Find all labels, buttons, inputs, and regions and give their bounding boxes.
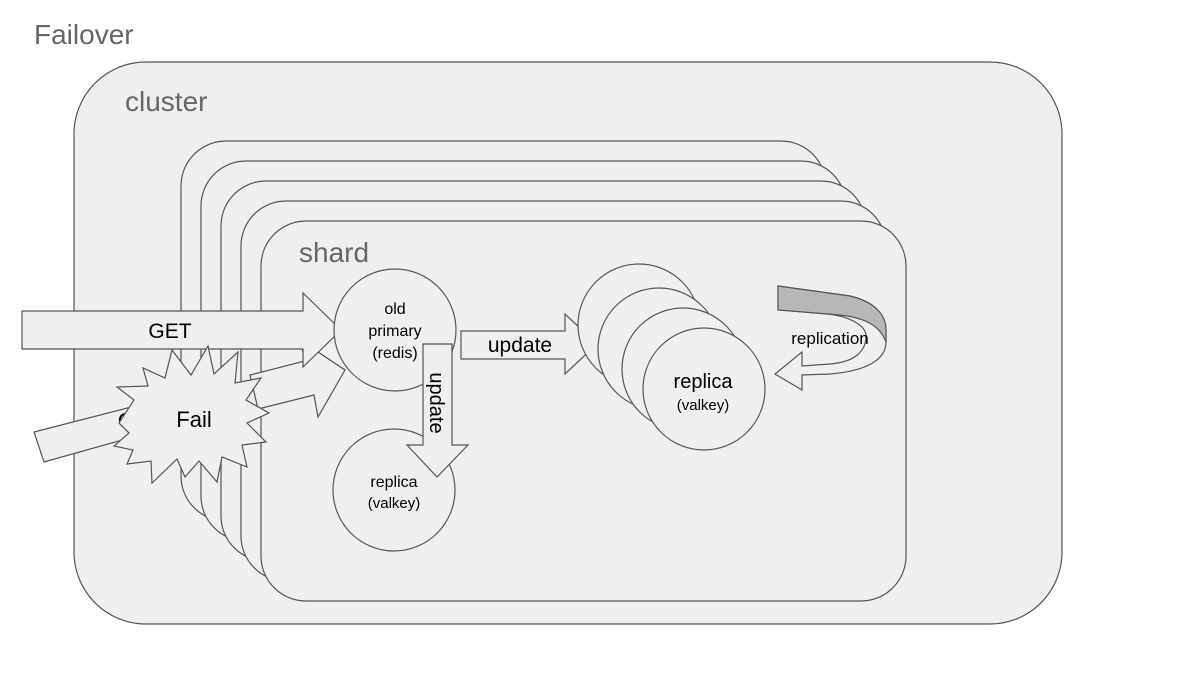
get-arrow-label: GET	[148, 320, 191, 343]
replication-arrow-band	[777, 285, 887, 343]
page-title: Failover	[34, 19, 134, 50]
fail-burst	[112, 344, 271, 485]
replication-label: replication	[791, 329, 869, 348]
fail-label: Fail	[176, 407, 211, 432]
promoted-replica-engine: (valkey)	[368, 495, 421, 512]
shard-container	[260, 220, 907, 602]
old-primary-label-line2: primary	[368, 323, 421, 340]
update-horizontal-arrow	[460, 312, 598, 376]
get-arrow	[21, 291, 342, 369]
update-horizontal-label: update	[488, 334, 552, 357]
promoted-replica-name: replica	[370, 474, 417, 491]
shard-label: shard	[299, 237, 369, 268]
update-vertical-arrow	[405, 343, 470, 478]
replica-node-name: replica	[674, 371, 734, 393]
cluster-label: cluster	[125, 86, 207, 117]
old-primary-label-line3: (redis)	[372, 345, 417, 362]
old-primary-label-line1: old	[384, 301, 405, 318]
replica-node	[642, 327, 766, 451]
replica-node-engine: (valkey)	[677, 397, 730, 414]
update-vertical-label: update	[425, 372, 447, 433]
